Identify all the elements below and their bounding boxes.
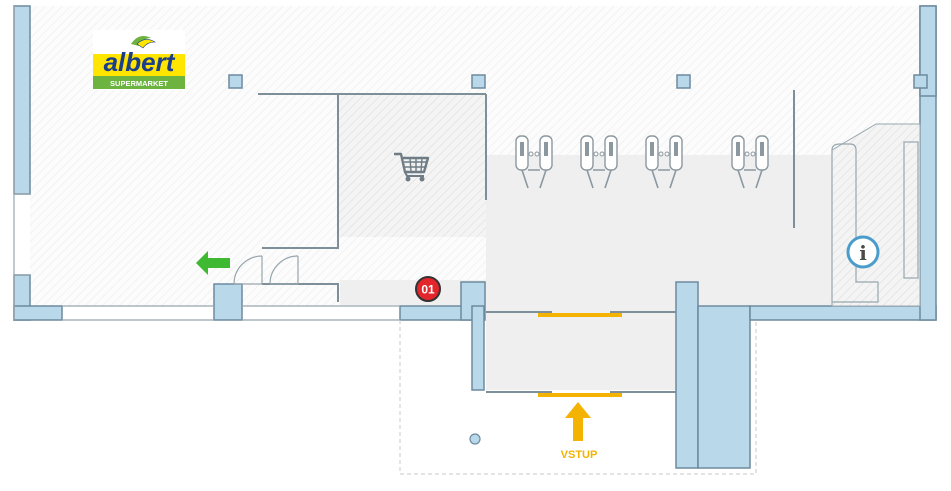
logo-subtitle: SUPERMARKET [110,79,168,88]
entrance-zone [399,320,757,475]
store-number-label: 01 [421,283,435,297]
entrance-label: VSTUP [561,449,598,461]
shopping-trolley-icon [580,135,618,189]
logo-brand: albert [104,47,176,77]
columns [228,74,928,89]
entrance-arrow-icon [565,402,591,441]
exit-arrow-icon [196,251,230,275]
info-icon: i [846,235,880,269]
shopping-trolley-icon [731,135,769,189]
store-number-marker: 01 [415,276,441,302]
shopping-trolley-icon [515,135,553,189]
storage-room [338,94,486,237]
info-letter: i [859,241,867,265]
trolley-bays [515,135,769,189]
walls [13,5,937,469]
albert-logo: albert SUPERMARKET [93,30,185,90]
shopping-trolley-icon [645,135,683,189]
exit-door [233,255,299,285]
entrance-gate-outer [538,393,622,397]
entrance-gate-inner [538,313,622,317]
outdoor-pillar [469,433,481,445]
corridor-area [340,155,835,390]
info-counter [831,123,921,307]
shopping-cart-icon [394,152,430,182]
partitions [258,90,795,393]
